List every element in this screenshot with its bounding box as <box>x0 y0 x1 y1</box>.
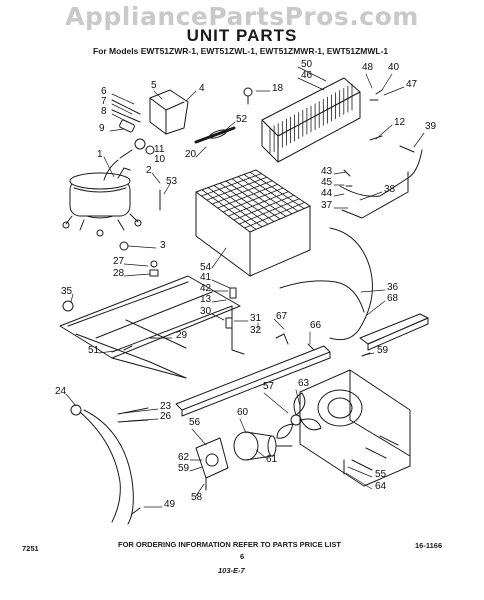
fastener-parts[interactable] <box>62 89 383 475</box>
part-callout-c68[interactable]: 68 <box>387 293 399 304</box>
footer-page-number: 6 <box>240 552 245 561</box>
part-callout-c26[interactable]: 26 <box>160 411 172 422</box>
fan-blade-part[interactable] <box>276 392 322 439</box>
relay-bracket-part[interactable] <box>103 89 189 181</box>
part-callout-c9[interactable]: 9 <box>99 123 105 134</box>
part-callout-c45[interactable]: 45 <box>321 177 333 188</box>
part-callout-c49[interactable]: 49 <box>164 499 176 510</box>
part-callout-c54[interactable]: 54 <box>200 262 212 273</box>
evaporator-wire <box>225 180 281 220</box>
part-callout-c3[interactable]: 3 <box>160 240 166 251</box>
rail-32-part[interactable] <box>175 345 331 417</box>
tubing-assembly-part[interactable] <box>279 145 423 341</box>
part-callout-c46[interactable]: 46 <box>301 70 313 81</box>
evaporator-wire <box>231 178 287 217</box>
diagram-title: UNIT PARTS <box>186 26 298 45</box>
part-callout-c8[interactable]: 8 <box>101 106 107 117</box>
part-callout-c50[interactable]: 50 <box>301 59 313 70</box>
part-callout-c18[interactable]: 18 <box>272 83 284 94</box>
evaporator-wire <box>249 171 305 210</box>
part-callout-c32[interactable]: 32 <box>250 325 262 336</box>
part-callout-c2[interactable]: 2 <box>146 165 152 176</box>
part-callout-c20[interactable]: 20 <box>185 149 197 160</box>
part-callout-c13[interactable]: 13 <box>200 294 212 305</box>
part-callout-c35[interactable]: 35 <box>61 286 73 297</box>
evaporator-coil-part[interactable] <box>195 169 311 277</box>
part-callout-c10[interactable]: 10 <box>154 154 166 165</box>
watermark: AppliancePartsPros.com <box>65 2 419 31</box>
part-callout-c39[interactable]: 39 <box>425 121 437 132</box>
evaporator-tube <box>244 201 306 229</box>
part-callout-c44[interactable]: 44 <box>321 188 333 199</box>
part-callout-c12[interactable]: 12 <box>394 117 406 128</box>
part-callout-c58[interactable]: 58 <box>191 492 203 503</box>
part-callout-c27[interactable]: 27 <box>113 256 125 267</box>
part-callout-c4[interactable]: 4 <box>199 83 205 94</box>
leader-lines <box>65 66 425 508</box>
evaporator-wire <box>243 173 299 212</box>
wiring-harness-part[interactable] <box>70 404 149 525</box>
part-callout-c1[interactable]: 1 <box>97 149 103 160</box>
part-callout-c60[interactable]: 60 <box>237 407 249 418</box>
part-callout-c38[interactable]: 38 <box>384 184 396 195</box>
part-callout-c37[interactable]: 37 <box>321 200 333 211</box>
evaporator-tube <box>227 191 289 217</box>
part-callout-c55[interactable]: 55 <box>375 469 387 480</box>
evaporator-tube <box>233 194 295 221</box>
part-callout-c52[interactable]: 52 <box>236 114 248 125</box>
part-callout-c59b[interactable]: 59 <box>178 463 190 474</box>
footer-right-code: 16-1166 <box>415 541 443 550</box>
footer-ordering-instruction: FOR ORDERING INFORMATION REFER TO PARTS … <box>118 540 341 549</box>
part-callout-c31[interactable]: 31 <box>250 313 262 324</box>
part-callout-c36[interactable]: 36 <box>387 282 399 293</box>
part-callout-c5[interactable]: 5 <box>151 80 157 91</box>
part-callout-c7[interactable]: 7 <box>101 96 107 107</box>
part-callout-c48[interactable]: 48 <box>362 62 374 73</box>
part-callout-c51[interactable]: 51 <box>88 345 100 356</box>
footer-left-code: 7251 <box>22 544 39 553</box>
drain-trough-part[interactable] <box>359 313 429 351</box>
part-callout-c67[interactable]: 67 <box>276 311 288 322</box>
part-callout-c24[interactable]: 24 <box>55 386 67 397</box>
part-callout-c41[interactable]: 41 <box>200 272 212 283</box>
motor-bracket-part[interactable] <box>195 437 229 491</box>
part-callout-c53[interactable]: 53 <box>166 176 178 187</box>
part-callout-c61[interactable]: 61 <box>266 454 278 465</box>
footer-bottom-code: 103-E-7 <box>218 566 245 575</box>
part-callout-c57[interactable]: 57 <box>263 381 275 392</box>
part-callout-c63[interactable]: 63 <box>298 378 310 389</box>
fan-bracket-part[interactable] <box>299 369 411 487</box>
model-list: For Models EWT51ZWR-1, EWT51ZWL-1, EWT51… <box>93 46 389 56</box>
part-callout-c6[interactable]: 6 <box>101 86 107 97</box>
evaporator-grid <box>200 171 306 230</box>
part-callout-c64[interactable]: 64 <box>375 481 387 492</box>
fan-motor-part[interactable] <box>233 431 293 461</box>
part-callout-c56[interactable]: 56 <box>189 417 201 428</box>
capillary-bulb-part[interactable] <box>194 126 236 144</box>
part-callout-c59a[interactable]: 59 <box>377 345 389 356</box>
part-callout-c23[interactable]: 23 <box>160 401 172 412</box>
compressor-part[interactable] <box>62 167 142 237</box>
part-callout-c11[interactable]: 11 <box>154 144 165 155</box>
base-frame-part[interactable] <box>59 275 245 379</box>
part-callout-c40[interactable]: 40 <box>388 62 400 73</box>
part-callout-c66[interactable]: 66 <box>310 320 322 331</box>
part-callout-c29[interactable]: 29 <box>176 330 188 341</box>
condenser-fins <box>269 83 353 155</box>
part-callout-c30[interactable]: 30 <box>200 306 212 317</box>
part-callout-c42[interactable]: 42 <box>200 283 212 294</box>
part-callout-c62[interactable]: 62 <box>178 452 190 463</box>
part-callout-c43[interactable]: 43 <box>321 166 333 177</box>
evaporator-tube <box>238 198 300 225</box>
part-callout-c28[interactable]: 28 <box>113 268 125 279</box>
screw-18-part[interactable] <box>243 87 253 105</box>
part-callout-c47[interactable]: 47 <box>406 79 418 90</box>
evaporator-wire <box>237 176 293 215</box>
